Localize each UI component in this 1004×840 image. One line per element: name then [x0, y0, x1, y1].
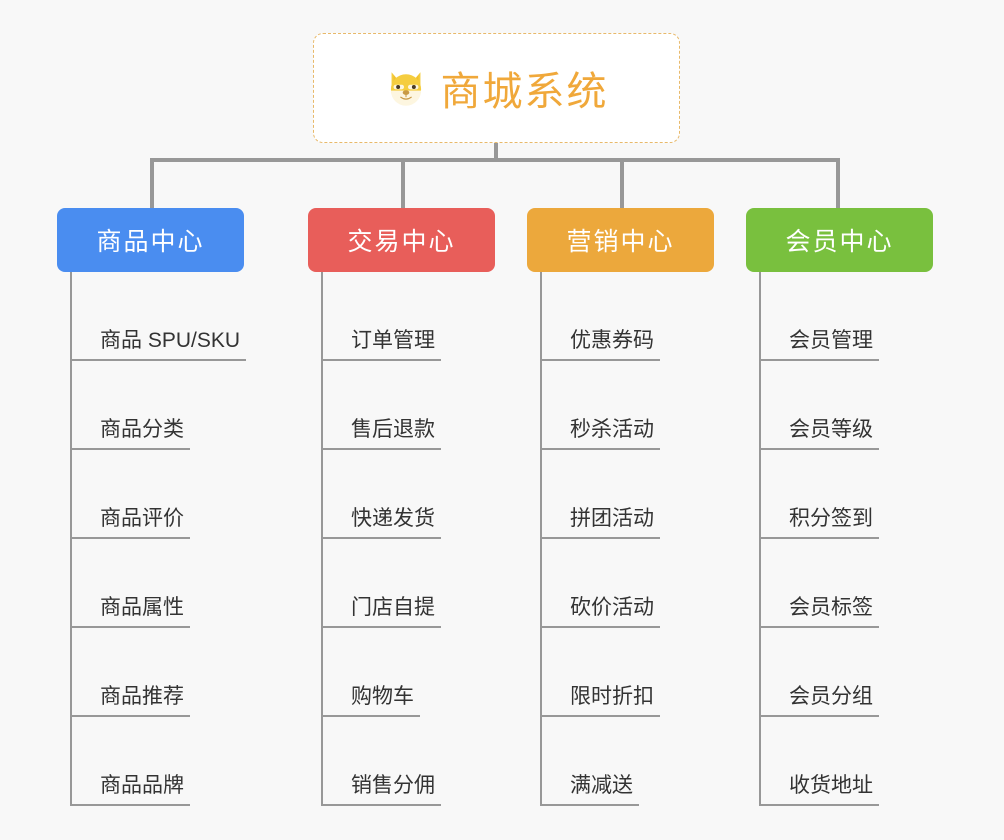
category-title: 交易中心 [347, 228, 456, 256]
item-label: 会员标签 [759, 595, 879, 628]
category-header-product-center[interactable]: 商品中心 [57, 208, 244, 272]
item-label: 售后退款 [321, 417, 441, 450]
item-label: 购物车 [321, 684, 420, 717]
item-label: 拼团活动 [540, 506, 660, 539]
connector-drop-4 [836, 158, 840, 208]
item-label: 商品 SPU/SKU [70, 328, 247, 361]
list-item[interactable]: 商品品牌 [57, 717, 244, 806]
item-label: 会员管理 [759, 328, 879, 361]
category-title: 营销中心 [566, 228, 675, 256]
list-item[interactable]: 快递发货 [308, 450, 495, 539]
root-title: 商城系统 [440, 70, 609, 114]
category-title: 商品中心 [96, 228, 205, 256]
list-item[interactable]: 商品属性 [57, 539, 244, 628]
item-label: 会员等级 [759, 417, 879, 450]
dog-face-icon [385, 67, 427, 109]
item-label: 积分签到 [759, 506, 879, 539]
list-item[interactable]: 积分签到 [746, 450, 933, 539]
item-label: 商品评价 [70, 506, 190, 539]
column-trade-center: 交易中心 订单管理 售后退款 快递发货 门店自提 购物车 销售分佣 [308, 208, 495, 806]
item-label: 优惠券码 [540, 328, 660, 361]
list-item[interactable]: 购物车 [308, 628, 495, 717]
list-item[interactable]: 会员标签 [746, 539, 933, 628]
column-member-center: 会员中心 会员管理 会员等级 积分签到 会员标签 会员分组 收货地址 [746, 208, 933, 806]
list-item[interactable]: 订单管理 [308, 272, 495, 361]
list-item[interactable]: 售后退款 [308, 361, 495, 450]
item-label: 订单管理 [321, 328, 441, 361]
connector-root-stem [494, 143, 498, 162]
list-item[interactable]: 砍价活动 [527, 539, 714, 628]
item-list: 订单管理 售后退款 快递发货 门店自提 购物车 销售分佣 [308, 272, 495, 806]
item-label: 商品推荐 [70, 684, 190, 717]
column-product-center: 商品中心 商品 SPU/SKU 商品分类 商品评价 商品属性 商品推荐 商品品牌 [57, 208, 247, 806]
list-item[interactable]: 会员等级 [746, 361, 933, 450]
list-item[interactable]: 收货地址 [746, 717, 933, 806]
root-node[interactable]: 商城系统 [313, 33, 680, 143]
item-label: 门店自提 [321, 595, 441, 628]
item-label: 满减送 [540, 773, 639, 806]
item-label: 限时折扣 [540, 684, 660, 717]
list-item[interactable]: 满减送 [527, 717, 714, 806]
list-item[interactable]: 商品推荐 [57, 628, 244, 717]
item-label: 商品属性 [70, 595, 190, 628]
list-item[interactable]: 秒杀活动 [527, 361, 714, 450]
list-item[interactable]: 优惠券码 [527, 272, 714, 361]
item-list: 优惠券码 秒杀活动 拼团活动 砍价活动 限时折扣 满减送 [527, 272, 714, 806]
category-header-trade-center[interactable]: 交易中心 [308, 208, 495, 272]
category-title: 会员中心 [785, 228, 894, 256]
list-item[interactable]: 门店自提 [308, 539, 495, 628]
list-item[interactable]: 商品 SPU/SKU [57, 272, 247, 361]
list-item[interactable]: 商品评价 [57, 450, 244, 539]
column-marketing-center: 营销中心 优惠券码 秒杀活动 拼团活动 砍价活动 限时折扣 满减送 [527, 208, 714, 806]
category-header-member-center[interactable]: 会员中心 [746, 208, 933, 272]
item-label: 秒杀活动 [540, 417, 660, 450]
item-list: 会员管理 会员等级 积分签到 会员标签 会员分组 收货地址 [746, 272, 933, 806]
connector-horizontal-bus [150, 158, 840, 162]
item-label: 商品品牌 [70, 773, 190, 806]
list-item[interactable]: 会员分组 [746, 628, 933, 717]
list-item[interactable]: 限时折扣 [527, 628, 714, 717]
connector-drop-1 [150, 158, 154, 208]
item-label: 会员分组 [759, 684, 879, 717]
list-item[interactable]: 会员管理 [746, 272, 933, 361]
category-header-marketing-center[interactable]: 营销中心 [527, 208, 714, 272]
connector-drop-3 [620, 158, 624, 208]
list-item[interactable]: 销售分佣 [308, 717, 495, 806]
list-item[interactable]: 商品分类 [57, 361, 244, 450]
list-item[interactable]: 拼团活动 [527, 450, 714, 539]
item-label: 销售分佣 [321, 773, 441, 806]
item-list: 商品 SPU/SKU 商品分类 商品评价 商品属性 商品推荐 商品品牌 [57, 272, 247, 806]
item-label: 收货地址 [759, 773, 879, 806]
connector-drop-2 [401, 158, 405, 208]
item-label: 快递发货 [321, 506, 441, 539]
item-label: 砍价活动 [540, 595, 660, 628]
item-label: 商品分类 [70, 417, 190, 450]
